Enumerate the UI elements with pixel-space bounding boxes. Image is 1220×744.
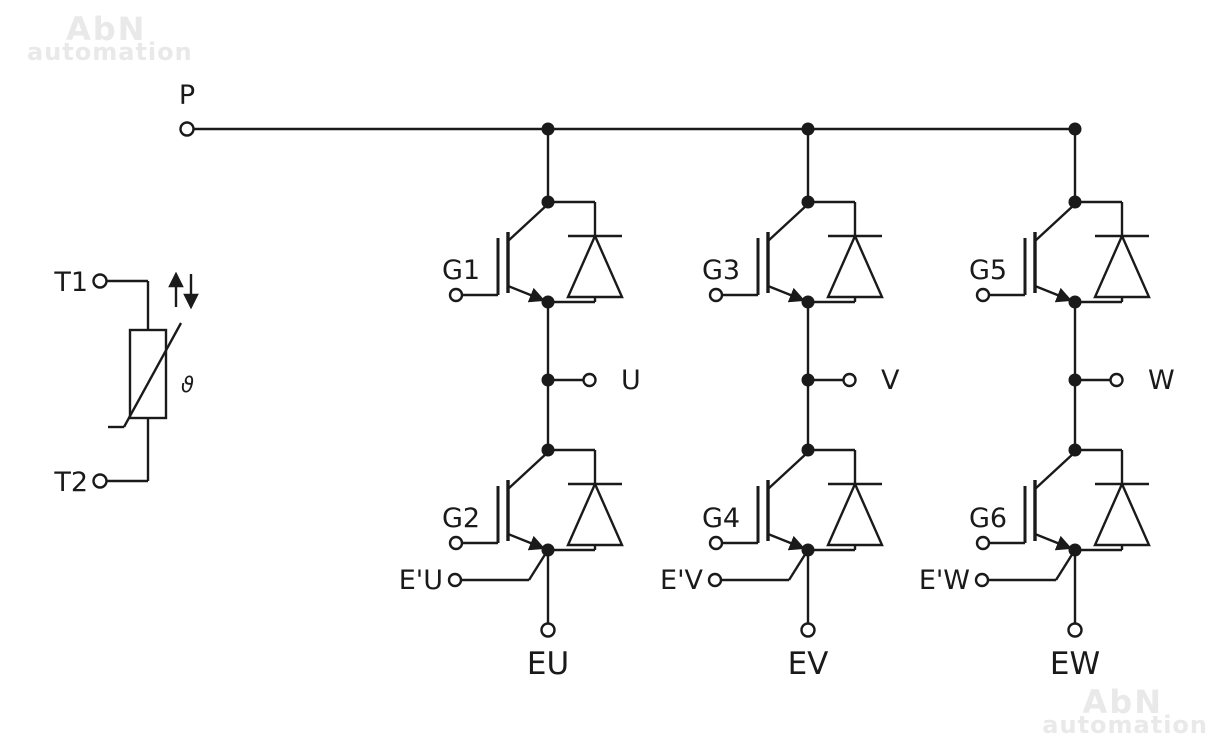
label-g1: G1	[442, 255, 480, 286]
thermistor: T1 ϑ T2	[53, 267, 199, 498]
label-g3: G3	[702, 255, 740, 286]
terminal-ew	[1067, 622, 1083, 638]
watermark-bottom-right: AbN automation	[1042, 683, 1208, 739]
label-t1: T1	[53, 267, 88, 298]
theta-symbol: ϑ	[181, 373, 194, 397]
terminal-ew-aux	[974, 572, 990, 588]
watermark-sub: automation	[1042, 711, 1208, 739]
label-ew: EW	[1050, 646, 1100, 682]
phase-leg-u: U G1 G2 E'U EU	[399, 122, 641, 682]
label-g4: G4	[702, 503, 740, 534]
watermark-top-left: AbN automation	[27, 10, 193, 66]
label-w: W	[1148, 365, 1175, 396]
label-v: V	[881, 365, 900, 396]
watermark-brand: AbN	[1083, 683, 1163, 721]
terminal-t2	[92, 473, 108, 489]
label-g6: G6	[969, 503, 1007, 534]
label-u: U	[621, 365, 641, 396]
thermistor-diagonal	[122, 322, 183, 428]
label-t2: T2	[53, 467, 88, 498]
watermark-brand: AbN	[66, 10, 146, 48]
terminal-p	[179, 121, 195, 137]
terminal-ev	[800, 622, 816, 638]
label-g2: G2	[442, 503, 480, 534]
label-ew-aux: E'W	[919, 565, 970, 596]
label-eu-aux: E'U	[399, 565, 443, 596]
label-ev: EV	[788, 646, 829, 682]
phase-leg-w: W G5 G6 E'W EW	[919, 122, 1175, 682]
label-ev-aux: E'V	[660, 565, 703, 596]
label-eu: EU	[527, 646, 569, 682]
terminal-v	[842, 372, 857, 388]
label-g5: G5	[969, 255, 1007, 286]
terminal-eu	[540, 622, 556, 638]
terminal-w	[1109, 372, 1124, 388]
watermark-sub: automation	[27, 38, 193, 66]
terminal-eu-aux	[447, 572, 463, 588]
terminal-ev-aux	[707, 572, 723, 588]
terminal-t1	[92, 273, 108, 289]
terminal-u	[582, 372, 597, 388]
phase-leg-v: V G3 G4 E'V EV	[660, 122, 900, 682]
dc-bus: P	[179, 80, 1075, 137]
label-p: P	[179, 80, 195, 111]
